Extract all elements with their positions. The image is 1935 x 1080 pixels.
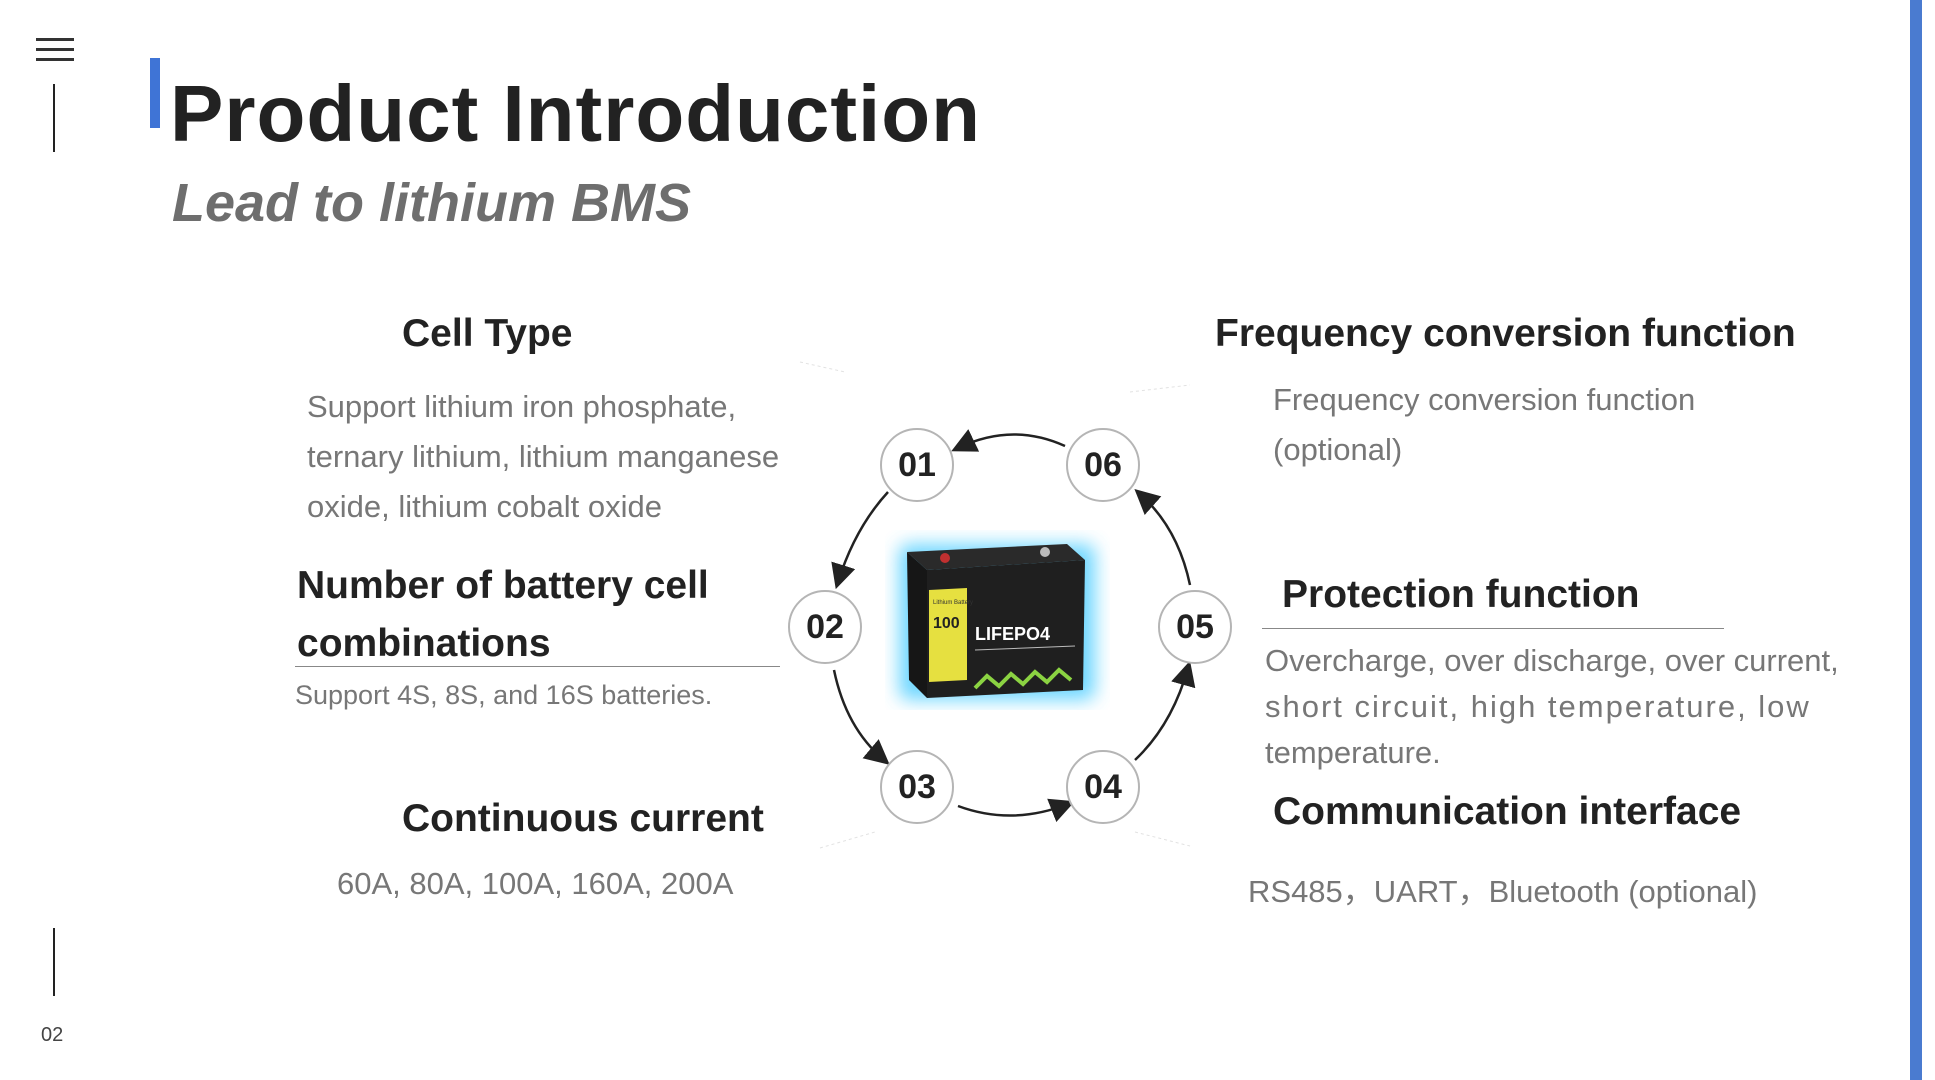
cell-type-line: ternary lithium, lithium manganese [307,439,780,474]
cell-type-desc: Support lithium iron phosphate, ternary … [307,382,827,532]
frequency-desc: Frequency conversion function (optional) [1273,375,1793,475]
cycle-node-03: 03 [880,750,954,824]
cell-type-title: Cell Type [402,312,573,355]
cell-type-line: oxide, lithium cobalt oxide [307,489,662,524]
title-accent-bar [150,58,160,128]
cycle-node-06: 06 [1066,428,1140,502]
communication-title: Communication interface [1273,790,1742,833]
cell-type-line: Support lithium iron phosphate, [307,389,737,424]
battery-image: Lithium Battery 100 LIFEPO4 [885,530,1110,710]
protection-line: short circuit, high temperature, low [1265,689,1811,724]
page-number: 02 [41,1024,64,1046]
communication-desc: RS485，UART，Bluetooth (optional) [1248,874,1758,909]
cell-combinations-title: Number of battery cell combinations [297,557,709,673]
feature-cycle-diagram: 01 02 03 04 05 06 Lithium Battery 100 [780,420,1250,840]
continuous-current-title: Continuous current [402,797,764,840]
battery-label-top: Lithium Battery [933,600,973,606]
frequency-title: Frequency conversion function [1215,312,1796,355]
cell-combinations-underline [295,666,780,667]
cell-combinations-desc: Support 4S, 8S, and 16S batteries. [295,680,713,710]
menu-icon[interactable] [36,38,74,64]
battery-label-capacity: 100 [933,615,960,632]
protection-underline [1262,628,1724,629]
page-title: Product Introduction [170,69,982,158]
frequency-line: Frequency conversion function [1273,382,1696,417]
right-accent-bar [1910,0,1922,1080]
continuous-current-desc: 60A, 80A, 100A, 160A, 200A [337,866,734,901]
cell-combinations-title-line: Number of battery cell [297,564,709,607]
battery-label-brand: LIFEPO4 [975,624,1050,644]
protection-desc: Overcharge, over discharge, over current… [1265,638,1885,776]
rail-divider-top [53,84,55,152]
cycle-node-02: 02 [788,590,862,664]
page-subtitle: Lead to lithium BMS [172,173,691,233]
cycle-node-04: 04 [1066,750,1140,824]
cycle-arrows [831,429,1196,823]
rail-divider-bottom [53,928,55,996]
cycle-node-01: 01 [880,428,954,502]
cycle-node-05: 05 [1158,590,1232,664]
frequency-line: (optional) [1273,432,1403,467]
protection-line: Overcharge, over discharge, over current… [1265,643,1839,678]
protection-title: Protection function [1282,573,1640,616]
cell-combinations-title-line: combinations [297,622,551,665]
protection-line: temperature. [1265,735,1441,770]
